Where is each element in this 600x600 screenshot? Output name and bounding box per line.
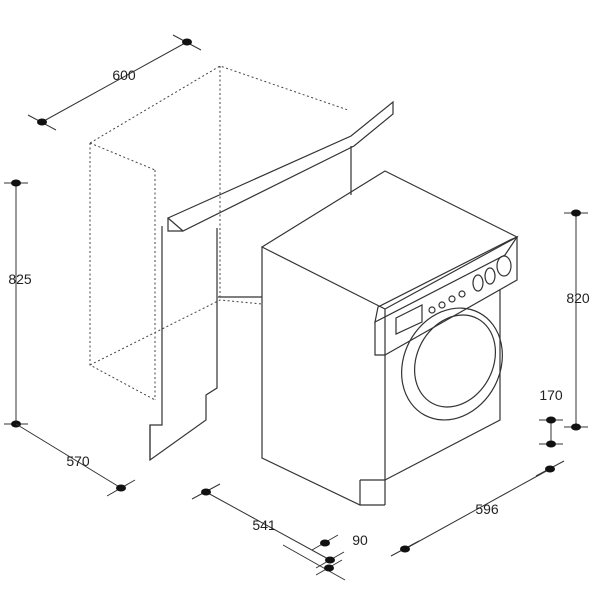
- dimension-machine-width: 596: [390, 460, 565, 557]
- dimension-kick-height: 170: [539, 387, 563, 448]
- dimension-machine-depth: 541: [191, 483, 345, 569]
- machine-height-label: 820: [566, 290, 590, 306]
- machine-depth-label: 541: [252, 517, 276, 533]
- dimension-cabinet-height: 825: [4, 179, 32, 428]
- dimension-cabinet-depth: 570: [15, 423, 136, 497]
- dimension-toe-depth: 90: [282, 532, 368, 581]
- dimension-cabinet-width: 600: [27, 34, 202, 131]
- cabinet-height-label: 825: [8, 271, 32, 287]
- cabinet-depth-label: 570: [66, 453, 90, 469]
- machine-width-label: 596: [475, 501, 499, 517]
- washing-machine: [260, 170, 519, 506]
- kitchen-cabinet: [89, 65, 394, 462]
- toe-depth-label: 90: [352, 532, 368, 548]
- kick-height-label: 170: [539, 387, 563, 403]
- dimension-machine-height: 820: [564, 209, 590, 431]
- cabinet-width-label: 600: [112, 67, 136, 83]
